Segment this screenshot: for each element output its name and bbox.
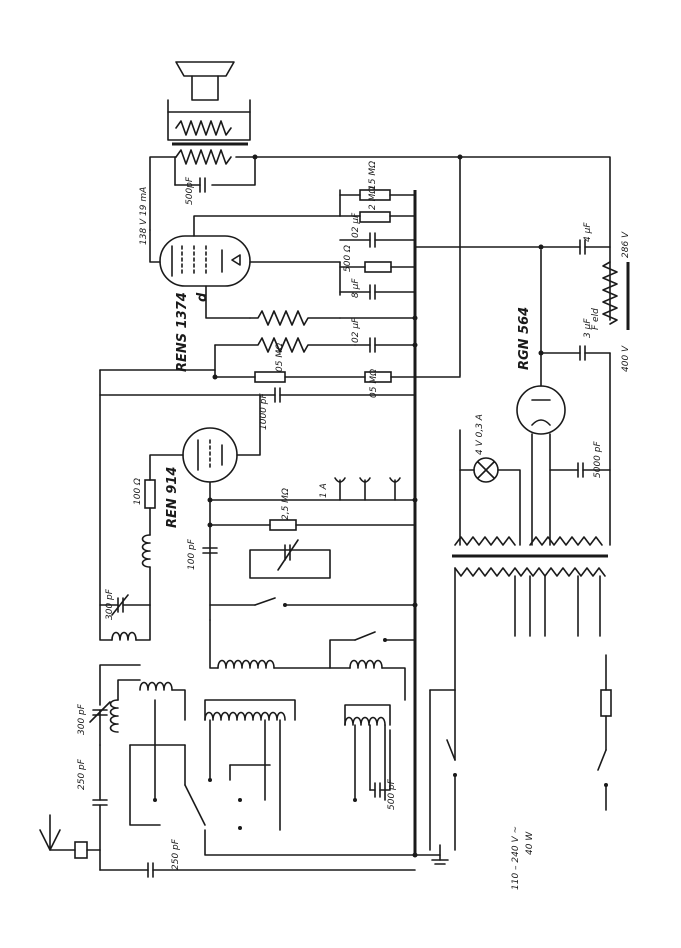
pilot-lamp xyxy=(459,429,521,546)
tap-1a-label: 1 A xyxy=(319,483,329,498)
l-feld-label: F eld xyxy=(591,308,601,330)
capacitor-4uf xyxy=(414,239,611,255)
hf-coil-main xyxy=(204,699,296,831)
speaker-coil-winding xyxy=(175,120,232,136)
tube-rens1374 xyxy=(149,215,341,319)
capacitor-500pf-b xyxy=(369,729,391,798)
c-100pf-label: 100 pF xyxy=(187,538,197,570)
c-02uf-a-label: 02 µF xyxy=(351,212,361,238)
output-transformer xyxy=(149,142,256,231)
capacitor-250pf-b xyxy=(99,849,416,878)
c-5000pf-label: 5000 pF xyxy=(593,441,603,478)
tube-rgn564 xyxy=(516,249,566,546)
resistor-25mohm xyxy=(209,499,416,531)
v-286-label: 286 V xyxy=(621,231,631,258)
wave-switch-2 xyxy=(129,744,416,856)
mains-power-label: 40 W xyxy=(525,831,535,855)
resistor-05mohm-b xyxy=(364,371,461,383)
capacitor-1000pf xyxy=(99,369,416,403)
r-100ohm-label: 100 Ω xyxy=(133,478,143,505)
c-500pf-b-label: 500 pF xyxy=(387,778,397,810)
power-transformer xyxy=(452,536,608,691)
tube-rens1374-label: RENS 1374 xyxy=(175,292,190,372)
resistor-500ohm xyxy=(339,261,416,296)
loudspeaker xyxy=(167,61,251,141)
b-plus-rail xyxy=(252,154,611,377)
mains-switch xyxy=(429,689,457,851)
wave-switch-1 xyxy=(209,597,416,607)
mains-fuse xyxy=(597,654,612,811)
c-300pf-a-label: 300 pF xyxy=(105,588,115,620)
capacitor-02uf-a xyxy=(339,232,416,248)
c-300pf-b-label: 300 pF xyxy=(77,703,87,735)
ground-bus xyxy=(413,190,449,865)
resistor-15mohm xyxy=(339,189,416,217)
resistor-05mohm-a xyxy=(214,371,366,383)
c-3uf-label: 3 µF xyxy=(583,318,593,338)
c-250pf-b-label: 250 pF xyxy=(171,838,181,870)
input-coil xyxy=(109,679,186,802)
capacitor-5000pf xyxy=(549,352,611,546)
lamp-label: 4 V 0,3 A xyxy=(475,414,485,455)
speaker-cap-label: 500pF xyxy=(185,176,195,205)
c-8uf-label: 8 µF xyxy=(351,278,361,298)
capacitor-3uf xyxy=(538,345,611,361)
r-15mohm-label: 15 MΩ xyxy=(368,161,378,190)
capacitor-8uf xyxy=(339,284,416,300)
c-4uf-label: 4 µF xyxy=(583,222,593,242)
v-400-label: 400 V xyxy=(621,345,631,372)
field-coil xyxy=(602,261,630,330)
filament-taps xyxy=(334,477,401,501)
tube-ren914 xyxy=(149,394,261,621)
c-02uf-b-label: 02 µF xyxy=(351,317,361,343)
antenna xyxy=(39,814,101,859)
capacitor-02uf-b xyxy=(354,337,416,353)
bias-resistor-top xyxy=(249,310,341,326)
capacitor-250pf-a xyxy=(92,744,108,851)
r-25mohm-label: 2,5 MΩ xyxy=(281,488,291,520)
resistor-2mohm xyxy=(339,211,416,223)
c-250pf-a-label: 250 pF xyxy=(77,758,87,790)
reaction-coil xyxy=(141,534,151,606)
tube-rens1374-suffix: d xyxy=(195,292,210,302)
bias-resistor-bottom xyxy=(214,337,356,353)
r-2mohm-label: 2 MΩ xyxy=(368,187,378,210)
r-05mohm-b-label: 05 MΩ xyxy=(369,369,379,398)
resistor-100ohm xyxy=(144,479,156,536)
capacitor-100pf xyxy=(202,547,218,554)
feedback-coil xyxy=(99,604,151,641)
r-500ohm-label: 500 Ω xyxy=(343,245,353,272)
hf-coil-small xyxy=(344,704,391,802)
antenna-coil-lower xyxy=(209,619,416,701)
tube-ren914-label: REN 914 xyxy=(165,467,180,528)
mains-voltage-label: 110 – 240 V ~ xyxy=(511,826,521,890)
tuning-trimmer xyxy=(249,539,331,579)
tube-rgn564-label: RGN 564 xyxy=(517,307,532,370)
speaker-voltage-label: 138 V 19 mA xyxy=(139,187,149,245)
capacitor-300pf-b xyxy=(89,664,141,746)
r-05mohm-a-label: 05 MΩ xyxy=(275,343,285,372)
c-1000pf-label: 1000 pF xyxy=(259,393,269,430)
